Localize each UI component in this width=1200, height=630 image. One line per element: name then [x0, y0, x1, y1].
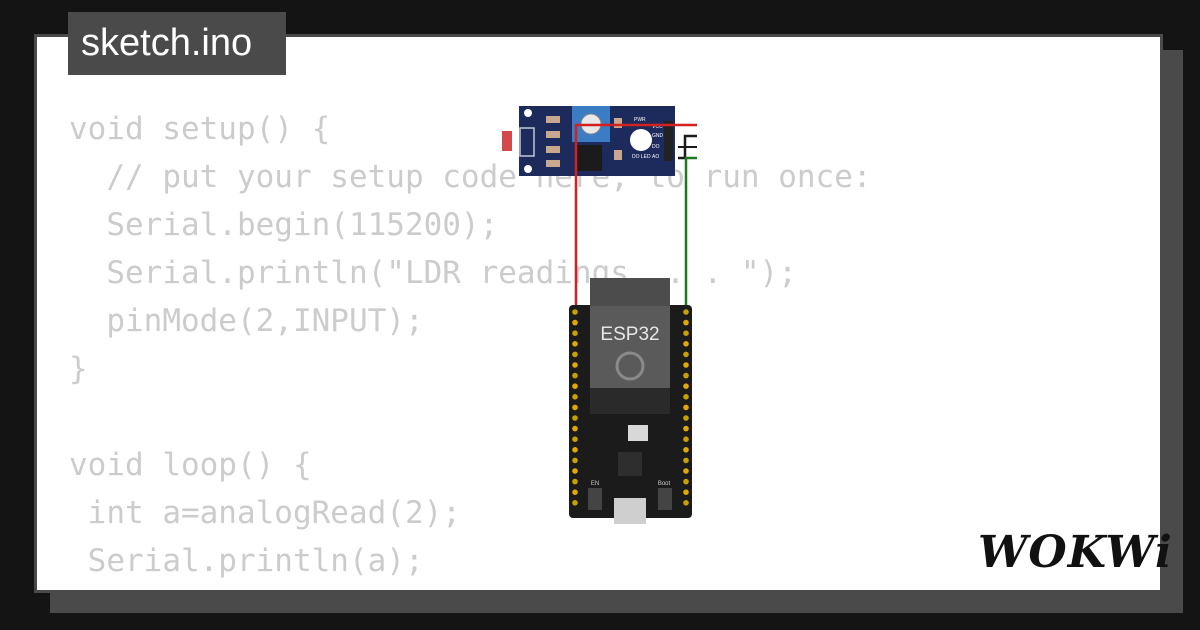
- code-line: void loop() {: [69, 447, 312, 483]
- header-pin[interactable]: [572, 478, 578, 485]
- resistor: [546, 131, 560, 138]
- module-pads: [590, 388, 670, 414]
- mount-hole: [524, 109, 532, 117]
- resistor: [546, 116, 560, 123]
- header-pin[interactable]: [572, 489, 578, 496]
- header-pin[interactable]: [572, 309, 578, 315]
- header-pin[interactable]: [683, 415, 689, 421]
- header-pin[interactable]: [572, 372, 578, 379]
- header-pin[interactable]: [572, 457, 578, 464]
- header-pin[interactable]: [683, 372, 689, 379]
- header-pin[interactable]: [683, 436, 689, 443]
- header-pin[interactable]: [683, 341, 689, 347]
- boot-label: Boot: [658, 481, 671, 487]
- header-pin[interactable]: [683, 319, 689, 326]
- header-pin[interactable]: [683, 425, 689, 432]
- code-line: Serial.println("LDR readings. . . ");: [69, 255, 797, 291]
- sensor-pin-header: [664, 121, 673, 161]
- chip-label: ESP32: [600, 324, 659, 345]
- comparator-chip: [576, 145, 602, 171]
- voltage-regulator: [618, 452, 642, 476]
- ldr-photoresistor: [502, 131, 512, 151]
- wire-ao[interactable]: [684, 156, 697, 312]
- ldr-socket: [519, 127, 535, 157]
- code-line: Serial.begin(115200);: [69, 207, 499, 243]
- header-pin[interactable]: [572, 404, 578, 411]
- header-pin[interactable]: [683, 447, 689, 453]
- esp32-module-shield: [590, 306, 670, 388]
- header-pin[interactable]: [572, 383, 578, 390]
- header-pin[interactable]: [683, 404, 689, 411]
- header-pin[interactable]: [572, 425, 578, 432]
- code-line: int a=analogRead(2);: [69, 495, 461, 531]
- en-label: EN: [591, 481, 599, 487]
- header-pin[interactable]: [572, 362, 578, 368]
- header-pin[interactable]: [572, 394, 578, 400]
- mount-hole: [524, 165, 532, 173]
- header-pin[interactable]: [572, 447, 578, 453]
- header-pin[interactable]: [683, 362, 689, 368]
- pin-label-ao: AO: [652, 154, 659, 160]
- header-pin[interactable]: [572, 415, 578, 421]
- micro-usb-port[interactable]: [614, 498, 646, 524]
- do-led-label: DO LED: [632, 154, 651, 160]
- usb-uart-chip: [628, 425, 648, 441]
- header-pin[interactable]: [683, 394, 689, 400]
- code-line: }: [69, 351, 88, 387]
- resistor: [546, 160, 560, 167]
- header-pin[interactable]: [683, 330, 689, 337]
- header-pin[interactable]: [572, 341, 578, 347]
- boot-button[interactable]: [658, 488, 672, 510]
- indicator-led: [630, 129, 652, 151]
- header-pin[interactable]: [572, 468, 578, 474]
- header-pin[interactable]: [683, 351, 689, 358]
- header-pin[interactable]: [683, 478, 689, 485]
- wokwi-logo-text: WOKWi: [978, 527, 1173, 578]
- pin-label-vcc: VCC: [652, 124, 663, 130]
- code-line: void setup() {: [69, 111, 331, 147]
- code-editor: void setup() { // put your setup code he…: [69, 105, 872, 590]
- resistor: [546, 146, 560, 153]
- header-pin[interactable]: [683, 457, 689, 464]
- header-pin[interactable]: [572, 500, 578, 506]
- resistor: [614, 150, 622, 160]
- header-pin[interactable]: [683, 489, 689, 496]
- header-pin[interactable]: [683, 468, 689, 474]
- header-pin[interactable]: [683, 309, 689, 315]
- wokwi-logo: WOKWi: [978, 528, 1172, 578]
- en-button[interactable]: [588, 488, 602, 510]
- pwr-label: PWR: [634, 117, 646, 123]
- wifi-antenna: [590, 278, 670, 310]
- esp32-board[interactable]: ESP32 EN Boot: [569, 278, 692, 524]
- pin-label-gnd: GND: [652, 133, 664, 139]
- wire-vcc[interactable]: [574, 123, 697, 312]
- espressif-logo-icon: [615, 351, 645, 381]
- header-pin[interactable]: [683, 500, 689, 506]
- right-pin-header: [683, 309, 689, 506]
- ldr-sensor-module[interactable]: PWR DO LED VCC GND DO AO: [502, 106, 675, 176]
- code-line: Serial.println(a);: [69, 543, 424, 579]
- header-pin[interactable]: [572, 436, 578, 443]
- resistor: [614, 118, 622, 128]
- code-line: pinMode(2,INPUT);: [69, 303, 424, 339]
- header-pin[interactable]: [683, 383, 689, 390]
- file-name-tab: sketch.ino: [68, 12, 286, 75]
- pin-label-do: DO: [652, 144, 660, 150]
- header-pin[interactable]: [572, 351, 578, 358]
- left-pin-header: [572, 309, 578, 506]
- header-pin[interactable]: [572, 330, 578, 337]
- wires: [574, 123, 697, 312]
- header-pin[interactable]: [572, 319, 578, 326]
